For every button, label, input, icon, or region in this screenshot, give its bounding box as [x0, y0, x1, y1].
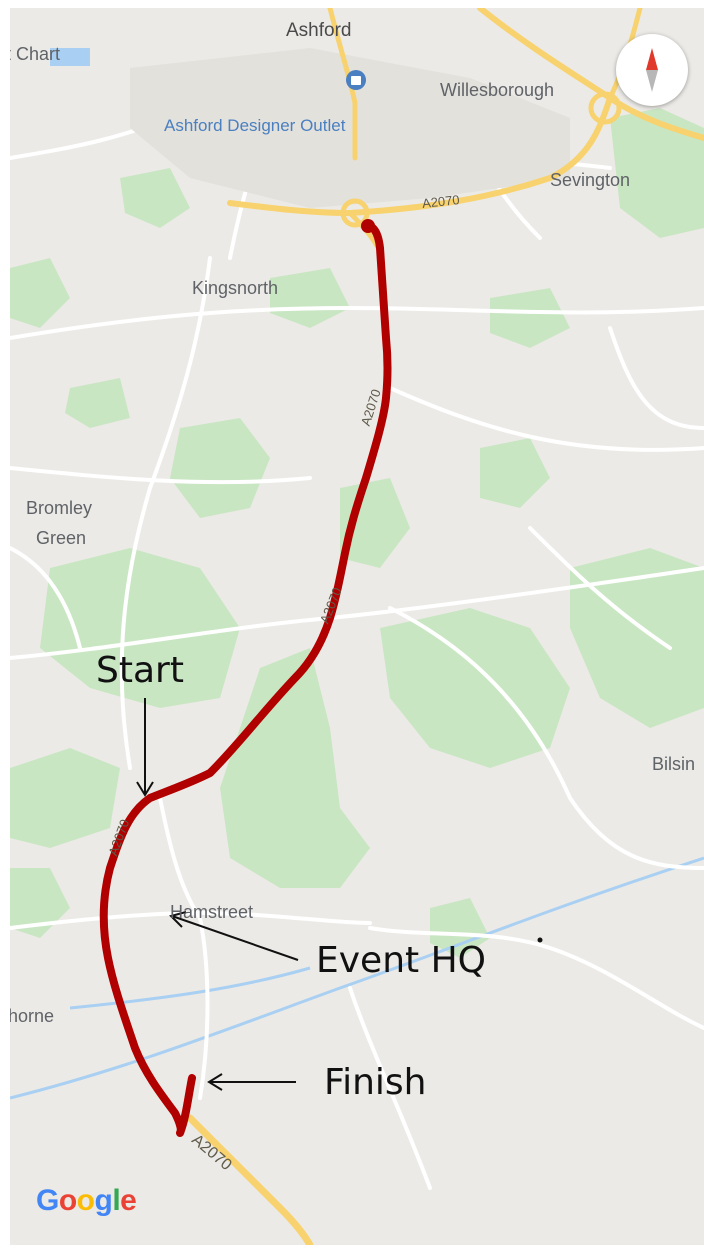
- place-hamstreet: Hamstreet: [170, 902, 254, 922]
- logo-letter: o: [76, 1184, 95, 1217]
- annotation-arrows: [136, 698, 299, 1091]
- urban-area: [130, 48, 570, 208]
- event-hq-arrowhead: [169, 911, 187, 928]
- place-bilsington: Bilsin: [652, 754, 696, 774]
- shopping-pin-icon[interactable]: [346, 70, 366, 90]
- place-chart: t Chart: [10, 44, 61, 64]
- route-start-dot: [361, 219, 375, 233]
- place-ashford: Ashford: [286, 20, 352, 41]
- annotation-event-hq: Event HQ: [316, 940, 486, 981]
- compass-button[interactable]: [616, 34, 688, 106]
- place-sevington: Sevington: [550, 170, 631, 190]
- place-horne: horne: [10, 1006, 55, 1026]
- annotation-finish: Finish: [324, 1062, 427, 1103]
- place-bromley-green-line1: Bromley: [26, 498, 93, 518]
- event-hq-arrow: [171, 915, 299, 961]
- logo-letter: e: [120, 1184, 137, 1217]
- logo-letter: G: [36, 1184, 59, 1217]
- logo-letter: g: [94, 1184, 113, 1217]
- map-view[interactable]: Ashford t Chart Willesborough Ashford De…: [10, 8, 704, 1245]
- map-canvas[interactable]: [10, 8, 704, 1245]
- route-line: [99, 222, 392, 1137]
- major-roads: [186, 8, 704, 1245]
- finish-arrowhead: [207, 1073, 223, 1091]
- map-dot: [537, 937, 543, 943]
- woodland-areas: [10, 108, 704, 958]
- compass-icon: [646, 48, 658, 92]
- junction: [588, 91, 622, 125]
- water-features: [10, 856, 704, 1100]
- google-logo: Google: [36, 1184, 137, 1218]
- annotation-start: Start: [96, 650, 184, 691]
- place-kingsnorth: Kingsnorth: [192, 278, 279, 298]
- logo-letter: l: [112, 1184, 121, 1217]
- start-arrowhead: [136, 781, 154, 797]
- place-designer-outlet[interactable]: Ashford Designer Outlet: [164, 116, 346, 135]
- lake: [50, 48, 90, 66]
- place-willesborough: Willesborough: [440, 80, 555, 100]
- place-bromley-green-line2: Green: [36, 528, 87, 548]
- roundabout: [340, 198, 370, 228]
- logo-letter: o: [58, 1184, 77, 1217]
